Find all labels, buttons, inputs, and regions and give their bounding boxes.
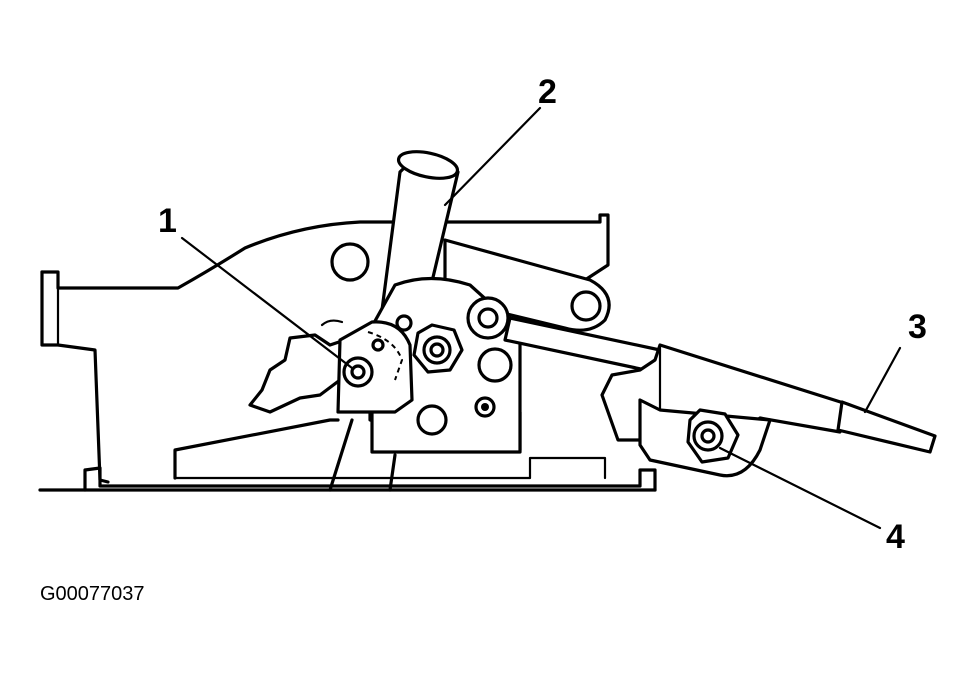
callout-2: 2: [538, 73, 557, 111]
leader-lines: [180, 106, 902, 530]
figure-id: G00077037: [40, 583, 145, 605]
adjust-bracket: [638, 398, 772, 478]
callout-4: 4: [886, 518, 905, 556]
leader-line-1: [180, 236, 354, 370]
leader-line-2: [443, 106, 542, 207]
base-plate: [38, 466, 657, 492]
leader-line-3: [863, 346, 902, 414]
lock-plate: [336, 320, 414, 414]
pivot-nut: [412, 323, 464, 374]
callout-1: 1: [158, 202, 177, 240]
shift-lever: [328, 150, 460, 492]
housing-bracket: [40, 213, 610, 484]
callout-3: 3: [908, 308, 927, 346]
leader-line-4: [718, 446, 882, 530]
pivot-plate: [368, 276, 522, 454]
